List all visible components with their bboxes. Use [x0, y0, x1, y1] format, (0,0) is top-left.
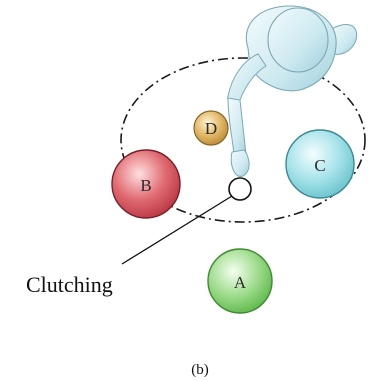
- clutch-point-marker: [228, 177, 252, 201]
- target-d-label: D: [205, 119, 217, 138]
- clutching-leader-line: [121, 195, 233, 265]
- clutch-path-ellipse: [120, 57, 366, 223]
- target-a: A: [207, 248, 273, 314]
- target-c-label: C: [314, 156, 325, 175]
- clutching-label: Clutching: [26, 272, 113, 297]
- target-d: D: [193, 110, 229, 146]
- target-b: B: [111, 149, 181, 219]
- panel-label: (b): [191, 362, 209, 378]
- target-b-label: B: [140, 176, 151, 195]
- person-figure-icon: [227, 5, 358, 177]
- target-a-label: A: [234, 273, 247, 292]
- target-c: C: [285, 129, 355, 199]
